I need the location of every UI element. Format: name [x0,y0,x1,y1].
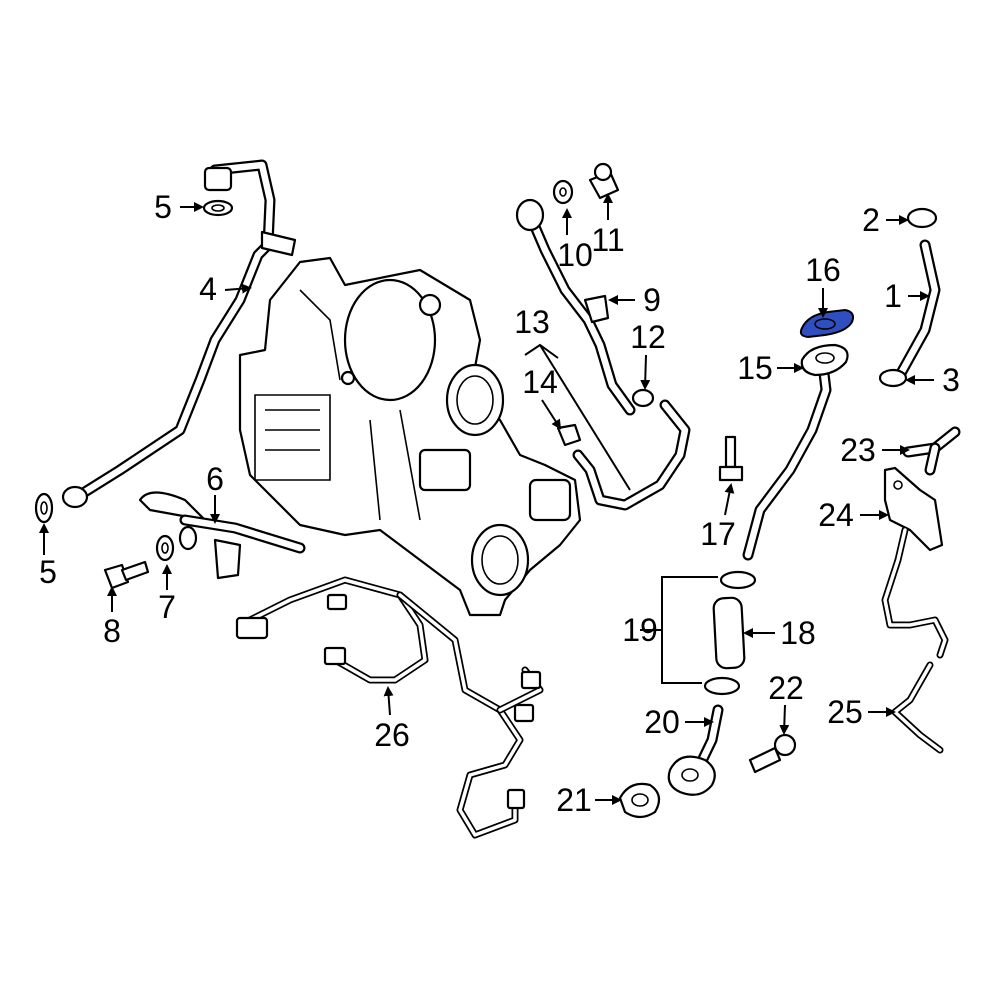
callout-23[interactable]: 23 [840,432,876,468]
part-5-washer-top[interactable] [202,199,234,217]
callout-5-bottom[interactable]: 5 [39,554,57,590]
part-10-washer[interactable] [552,179,574,205]
callout-18[interactable]: 18 [780,615,816,651]
part-14-fitting[interactable] [556,423,582,447]
part-26-wiring-harness[interactable] [235,576,544,839]
callout-10[interactable]: 10 [557,237,593,273]
part-4-oil-line[interactable] [61,159,297,509]
part-9-coolant-pipe[interactable] [515,198,636,416]
part-19-clamp-top[interactable] [719,570,757,590]
callout-9[interactable]: 9 [643,282,661,318]
callout-22[interactable]: 22 [768,670,804,706]
callout-25[interactable]: 25 [827,694,863,730]
part-17-stud[interactable] [718,435,744,482]
callout-6[interactable]: 6 [206,461,224,497]
callout-17[interactable]: 17 [700,516,736,552]
callout-3[interactable]: 3 [942,362,960,398]
callout-24[interactable]: 24 [818,497,854,533]
callout-7[interactable]: 7 [158,589,176,625]
callout-21[interactable]: 21 [556,782,592,818]
part-15-oil-drain-pipe[interactable] [742,343,849,561]
callout-26[interactable]: 26 [374,717,410,753]
callout-8[interactable]: 8 [103,613,121,649]
callout-20[interactable]: 20 [644,704,680,740]
callout-19[interactable]: 19 [622,612,658,648]
part-6-oil-return-pipe[interactable] [138,491,306,580]
part-16-gasket-highlighted[interactable] [799,308,855,339]
part-3-clamp[interactable] [878,368,908,388]
callout-14[interactable]: 14 [522,364,558,400]
turbocharger-assembly[interactable] [238,256,582,617]
part-24-bracket[interactable] [881,466,949,659]
part-18-hose[interactable] [712,596,746,670]
part-7-washer[interactable] [155,534,175,562]
part-2-clamp[interactable] [906,207,938,229]
callout-1[interactable]: 1 [884,278,902,314]
part-22-bolt[interactable] [748,733,797,774]
part-25-bracket[interactable] [891,661,944,754]
callout-15[interactable]: 15 [737,350,773,386]
callout-13[interactable]: 13 [514,304,550,340]
part-11-banjo-bolt[interactable] [588,162,620,200]
callout-2[interactable]: 2 [862,202,880,238]
callout-5-top[interactable]: 5 [154,189,172,225]
callout-16[interactable]: 16 [805,252,841,288]
callout-12[interactable]: 12 [630,319,666,355]
leader-lines [39,193,934,805]
part-13-coolant-hose[interactable] [572,399,691,511]
part-5-washer-bottom[interactable] [34,492,54,524]
part-19-clamp-bottom[interactable] [703,676,741,696]
part-12-clamp[interactable] [631,388,655,408]
callout-labels: 5 4 5 6 7 8 26 10 11 9 12 13 14 15 16 2 … [39,189,960,818]
part-8-bolt[interactable] [103,560,150,590]
part-21-gasket[interactable] [618,782,661,819]
callout-4[interactable]: 4 [199,271,217,307]
part-20-pipe[interactable] [667,704,724,796]
callout-11[interactable]: 11 [591,222,624,258]
part-1-hose[interactable] [894,239,941,381]
part-23-hose[interactable] [902,426,961,476]
